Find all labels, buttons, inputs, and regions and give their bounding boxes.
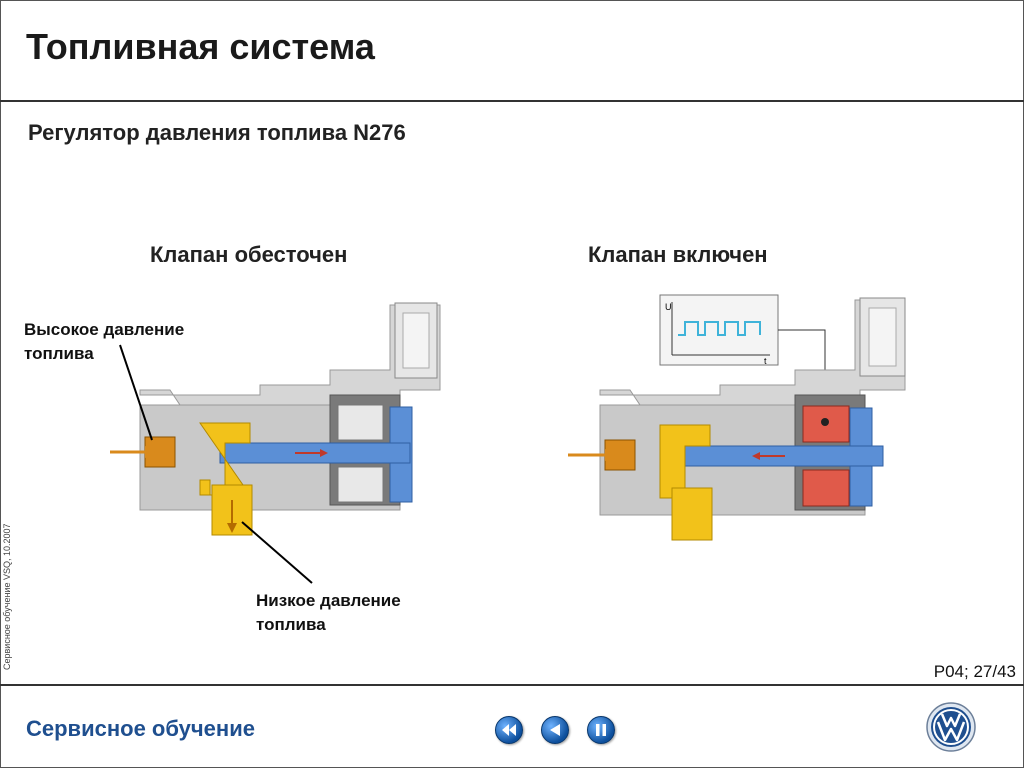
slide-subtitle: Регулятор давления топлива N276: [28, 120, 406, 145]
inlet-arrow-head: [145, 446, 155, 458]
coil-upper: [337, 404, 384, 441]
signal-waveform: [678, 321, 761, 336]
valve-diagram-on: U t: [568, 294, 906, 541]
rewind-icon: [502, 724, 516, 736]
footer-title: Сервисное обучение: [26, 716, 255, 741]
signal-axis-u-label: U: [665, 302, 672, 312]
page-number: P04; 27/43: [933, 662, 1016, 681]
caption-valve-on: Клапан включен: [588, 242, 768, 267]
pause-button[interactable]: [587, 716, 615, 744]
connector-pin: [868, 307, 897, 367]
back-icon: [550, 724, 560, 736]
plunger-arrow-head: [752, 452, 760, 460]
back-button[interactable]: [541, 716, 569, 744]
page-title: Топливная система: [26, 26, 375, 67]
label-low-pressure-line1: Низкое давление: [256, 591, 401, 610]
rewind-button[interactable]: [495, 716, 523, 744]
caption-valve-off: Клапан обесточен: [150, 242, 348, 267]
label-high-pressure-line2: топлива: [24, 344, 94, 363]
label-high-pressure: Высокое давление топлива: [24, 318, 184, 366]
coil-lower-active: [802, 469, 850, 507]
inlet-arrow-head: [605, 449, 615, 461]
fuel-low-outlet: [671, 487, 713, 541]
connector-pin: [402, 312, 430, 369]
label-low-pressure: Низкое давление топлива: [256, 589, 401, 637]
header: Топливная система: [0, 0, 1024, 102]
signal-axis-t-label: t: [764, 356, 767, 366]
valve-diagram-off: [110, 302, 441, 536]
label-low-pressure-line2: топлива: [256, 615, 326, 634]
label-high-pressure-line1: Высокое давление: [24, 320, 185, 339]
wire-contact: [821, 418, 829, 426]
outlet-arrow-head: [227, 523, 237, 533]
footer: Сервисное обучение: [0, 684, 1024, 770]
coil-lower: [337, 466, 384, 503]
side-copyright: Сервисное обучение VSQ, 10.2007: [2, 523, 12, 670]
pause-icon: [596, 724, 606, 736]
plunger-arrow-head: [320, 449, 328, 457]
vw-logo-icon: [926, 702, 976, 752]
